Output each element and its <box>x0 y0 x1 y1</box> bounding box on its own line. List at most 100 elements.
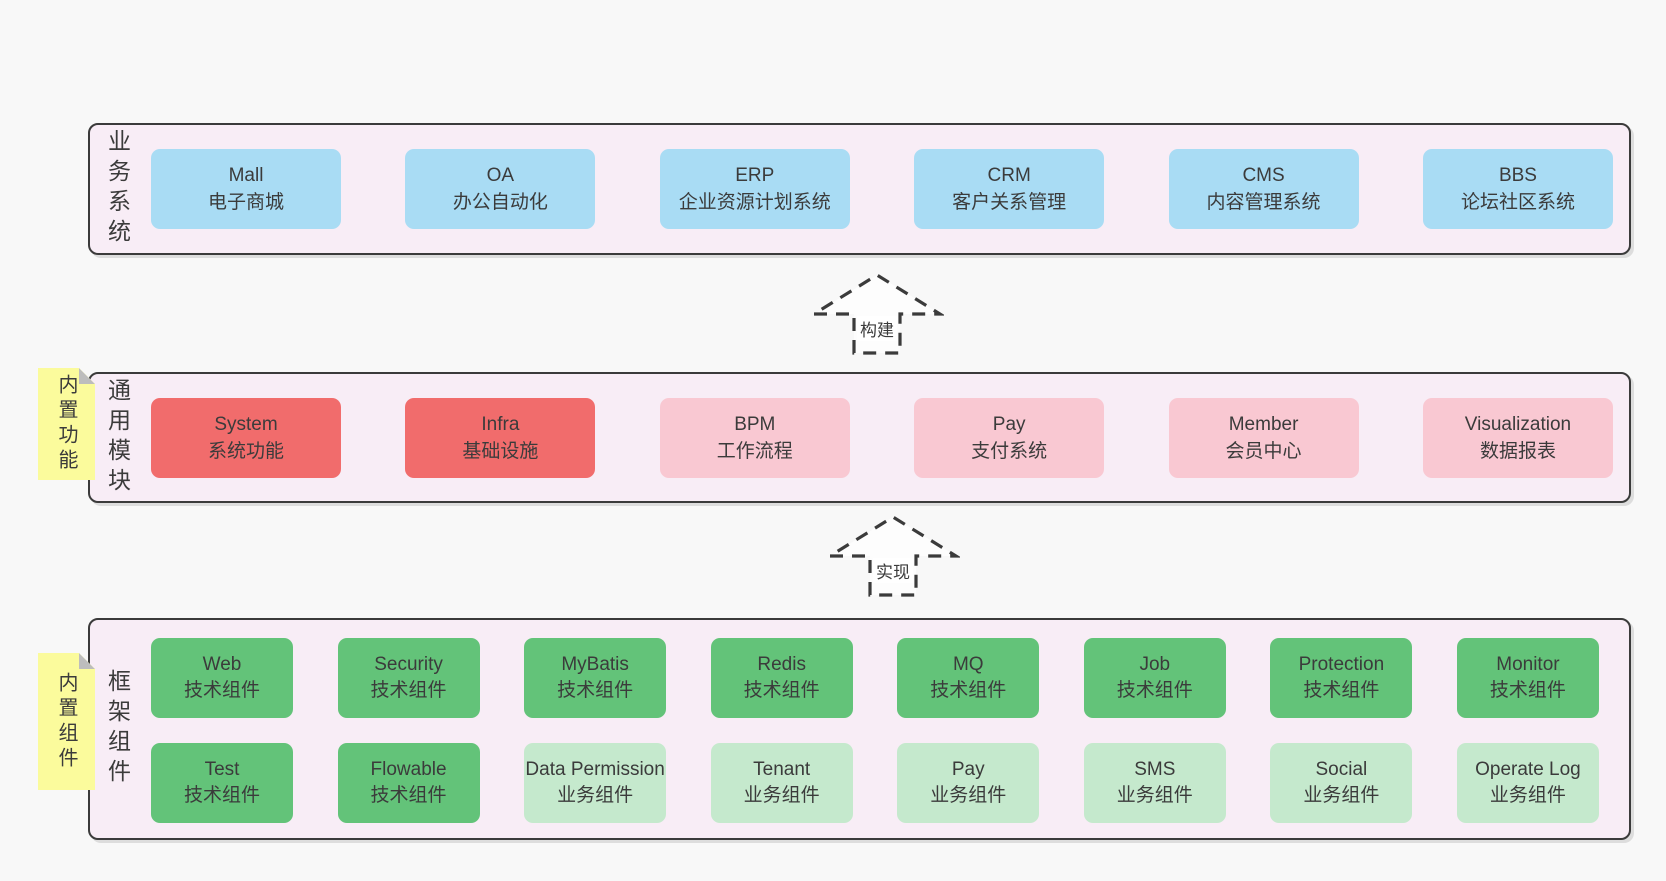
node-web: Web 技术组件 <box>151 638 293 718</box>
node-subtitle: 办公自动化 <box>452 192 548 213</box>
node-data-permission: Data Permission 业务组件 <box>524 743 667 823</box>
node-title: Test <box>204 759 240 780</box>
node-operate-log: Operate Log 业务组件 <box>1456 743 1599 823</box>
node-cms: CMS 内容管理系统 <box>1168 149 1359 229</box>
business-boxes: Mall 电子商城 OA 办公自动化 ERP 企业资源计划系统 CRM 客户关系… <box>145 125 1629 253</box>
node-title: Member <box>1228 413 1299 435</box>
node-flowable: Flowable 技术组件 <box>337 743 480 823</box>
node-title: Tenant <box>753 759 811 780</box>
section-label-modules: 通用模块 <box>104 377 131 498</box>
node-protection: Protection 技术组件 <box>1270 638 1413 718</box>
node-title: BBS <box>1498 165 1537 186</box>
node-social: Social 业务组件 <box>1270 743 1413 823</box>
node-title: Mall <box>228 165 264 186</box>
node-title: Redis <box>757 654 806 675</box>
node-subtitle: 技术组件 <box>183 785 260 806</box>
node-subtitle: 技术组件 <box>370 680 447 701</box>
node-erp: ERP 企业资源计划系统 <box>659 149 850 229</box>
node-pay-biz: Pay 业务组件 <box>897 743 1040 823</box>
node-subtitle: 基础设施 <box>462 440 539 462</box>
node-subtitle: 电子商城 <box>207 192 284 213</box>
node-security: Security 技术组件 <box>337 638 480 718</box>
node-subtitle: 业务组件 <box>1489 785 1566 806</box>
node-title: Data Permission <box>525 759 665 780</box>
node-sms: SMS 业务组件 <box>1083 743 1226 823</box>
node-title: BPM <box>734 413 776 435</box>
node-bpm: BPM 工作流程 <box>659 397 850 478</box>
node-subtitle: 业务组件 <box>743 785 820 806</box>
arrow-build: 构建 <box>810 272 944 356</box>
node-subtitle: 业务组件 <box>930 785 1007 806</box>
node-system: System 系统功能 <box>151 397 341 478</box>
arrow-implement: 实现 <box>826 514 960 598</box>
node-mq: MQ 技术组件 <box>897 638 1040 718</box>
node-title: System <box>214 413 278 435</box>
node-subtitle: 技术组件 <box>1303 680 1380 701</box>
node-subtitle: 技术组件 <box>743 680 820 701</box>
node-subtitle: 数据报表 <box>1479 440 1556 462</box>
node-subtitle: 工作流程 <box>716 440 793 462</box>
node-pay: Pay 支付系统 <box>914 397 1105 478</box>
node-tenant: Tenant 业务组件 <box>710 743 853 823</box>
node-subtitle: 技术组件 <box>370 785 447 806</box>
node-subtitle: 技术组件 <box>183 680 260 701</box>
section-business-systems: 业务系统 Mall 电子商城 OA 办公自动化 ERP 企业资源计划系统 CRM… <box>88 123 1631 255</box>
node-subtitle: 技术组件 <box>1116 680 1193 701</box>
node-subtitle: 业务组件 <box>1116 785 1193 806</box>
node-title: MQ <box>952 654 984 675</box>
node-title: CRM <box>987 165 1031 186</box>
node-title: CMS <box>1242 165 1285 186</box>
node-monitor: Monitor 技术组件 <box>1456 638 1599 718</box>
node-title: Job <box>1139 654 1171 675</box>
node-title: MyBatis <box>561 654 629 675</box>
framework-rows: Web 技术组件 Security 技术组件 MyBatis 技术组件 Redi… <box>145 620 1629 838</box>
sticky-label: 内置功能 <box>55 374 77 474</box>
node-bbs: BBS 论坛社区系统 <box>1422 149 1613 229</box>
node-mall: Mall 电子商城 <box>151 149 341 229</box>
node-test: Test 技术组件 <box>151 743 293 823</box>
section-common-modules: 通用模块 System 系统功能 Infra 基础设施 BPM 工作流程 Pay… <box>88 372 1631 503</box>
section-label-business: 业务系统 <box>104 129 131 249</box>
node-title: Infra <box>481 413 520 435</box>
node-title: Operate Log <box>1475 759 1581 780</box>
dashed-up-arrow-icon <box>810 273 944 355</box>
node-subtitle: 客户关系管理 <box>952 192 1067 213</box>
node-title: Pay <box>951 759 985 780</box>
node-subtitle: 业务组件 <box>1303 785 1380 806</box>
node-title: Monitor <box>1496 654 1560 675</box>
node-crm: CRM 客户关系管理 <box>914 149 1105 229</box>
dashed-up-arrow-icon <box>826 515 960 597</box>
node-title: Social <box>1315 759 1368 780</box>
node-mybatis: MyBatis 技术组件 <box>524 638 667 718</box>
sticky-builtin-features: 内置功能 <box>38 368 95 480</box>
node-title: ERP <box>735 165 775 186</box>
node-title: Web <box>202 654 242 675</box>
arrow-implement-label: 实现 <box>873 558 913 583</box>
node-subtitle: 业务组件 <box>557 785 634 806</box>
node-member: Member 会员中心 <box>1168 397 1359 478</box>
node-subtitle: 系统功能 <box>207 440 284 462</box>
node-subtitle: 支付系统 <box>971 440 1048 462</box>
section-framework-components: 框架组件 Web 技术组件 Security 技术组件 MyBatis 技术组件… <box>88 618 1631 840</box>
node-title: OA <box>486 165 515 186</box>
node-subtitle: 论坛社区系统 <box>1460 192 1575 213</box>
node-title: Pay <box>992 413 1026 435</box>
section-label-framework: 框架组件 <box>104 669 131 789</box>
node-title: Security <box>374 654 443 675</box>
node-title: Visualization <box>1464 413 1572 435</box>
sticky-label: 内置组件 <box>55 671 77 772</box>
node-subtitle: 内容管理系统 <box>1206 192 1321 213</box>
node-title: Protection <box>1298 654 1385 675</box>
node-infra: Infra 基础设施 <box>405 397 596 478</box>
node-visualization: Visualization 数据报表 <box>1422 397 1613 478</box>
module-boxes: System 系统功能 Infra 基础设施 BPM 工作流程 Pay 支付系统… <box>145 374 1629 501</box>
framework-row-2: Test 技术组件 Flowable 技术组件 Data Permission … <box>151 743 1599 823</box>
node-redis: Redis 技术组件 <box>710 638 853 718</box>
sticky-builtin-components: 内置组件 <box>38 653 95 790</box>
node-oa: OA 办公自动化 <box>405 149 596 229</box>
arrow-build-label: 构建 <box>857 316 897 341</box>
node-subtitle: 技术组件 <box>557 680 634 701</box>
node-subtitle: 技术组件 <box>1489 680 1566 701</box>
node-subtitle: 会员中心 <box>1225 440 1302 462</box>
